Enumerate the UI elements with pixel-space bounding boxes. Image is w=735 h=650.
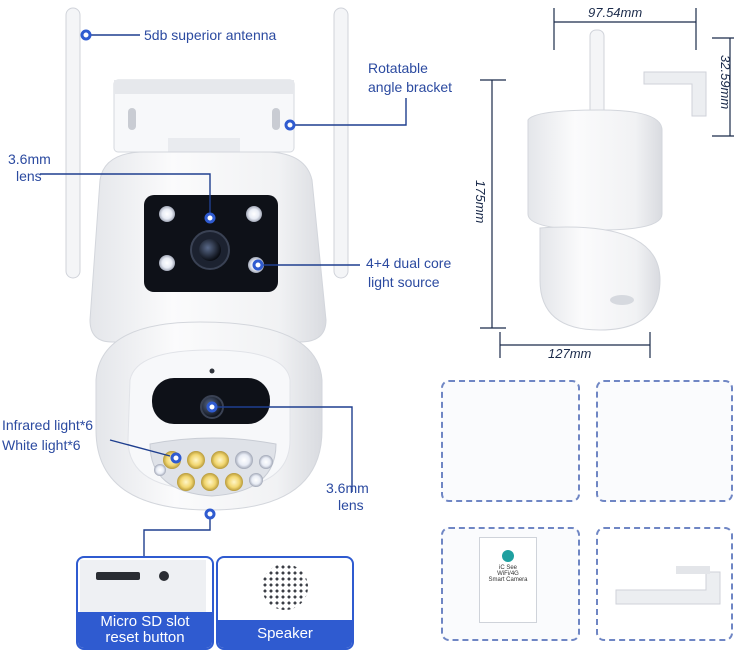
- accessory-box-parts: [441, 380, 580, 502]
- bracket-label-line2: angle bracket: [368, 79, 453, 95]
- lens-top-label-line2: lens: [16, 168, 42, 184]
- white-light-label: White light*6: [2, 437, 81, 453]
- infrared-label: Infrared light*6: [2, 417, 94, 433]
- speaker-panel: Speaker: [216, 556, 354, 650]
- antenna-label: 5db superior antenna: [144, 27, 277, 43]
- light-source-label-line2: light source: [368, 274, 440, 290]
- lens-top-label-line1: 3.6mm: [8, 151, 51, 167]
- manual-brand: iC See: [498, 565, 517, 571]
- speaker-grille-icon: [262, 564, 308, 610]
- sd-slot-caption: Micro SD slot reset button: [78, 612, 212, 648]
- sd-slot-detail: [80, 560, 206, 616]
- sd-slot-panel: Micro SD slot reset button: [76, 556, 214, 650]
- accessory-box-bracket: [596, 527, 733, 641]
- dim-width-bottom: 127mm: [548, 346, 592, 361]
- bracket-label-line1: Rotatable: [368, 60, 428, 76]
- sd-caption-line2: reset button: [105, 629, 185, 646]
- accessory-box-anchors: [596, 380, 733, 502]
- user-manual: iC See WiFi/4G Smart Camera: [479, 537, 537, 623]
- front-camera: [65, 7, 349, 511]
- manual-logo-icon: [502, 550, 514, 562]
- dimension-lines: [480, 8, 734, 358]
- accessory-box-manual: iC See WiFi/4G Smart Camera: [441, 527, 580, 641]
- manual-line1: WiFi/4G: [497, 571, 519, 577]
- sd-caption-line1: Micro SD slot: [100, 613, 190, 630]
- dim-width-top: 97.54mm: [588, 5, 643, 20]
- lens-bottom-label-line1: 3.6mm: [326, 480, 369, 496]
- manual-line2: Smart Camera: [488, 577, 528, 583]
- mount-bracket: [615, 566, 721, 605]
- callout-lines: [40, 34, 407, 556]
- dim-height: 175mm: [473, 180, 488, 224]
- speaker-caption: Speaker: [218, 620, 352, 648]
- side-camera: [527, 29, 707, 331]
- lens-bottom-label-line2: lens: [338, 497, 364, 513]
- callout-dots: [80, 29, 296, 520]
- light-source-label-line1: 4+4 dual core: [366, 255, 452, 271]
- dim-bracket-depth: 32.59mm: [718, 55, 733, 110]
